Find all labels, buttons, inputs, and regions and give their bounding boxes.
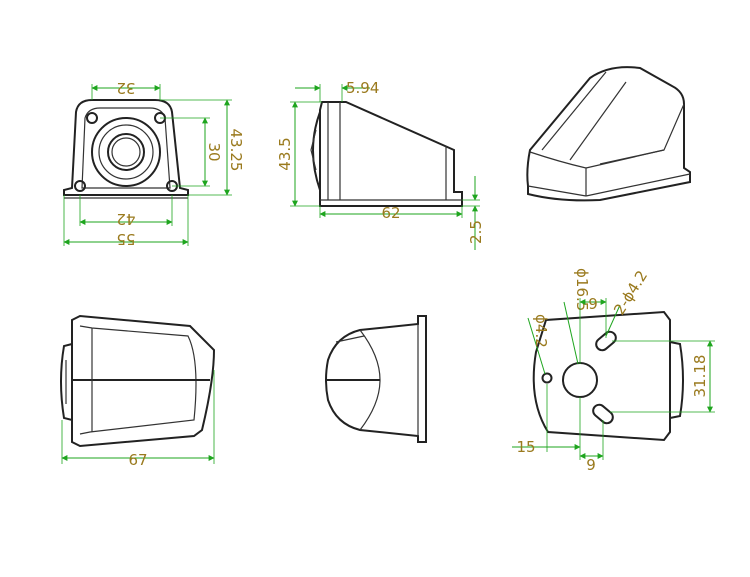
screw-icon: [74, 180, 86, 192]
dim-front-top-width: 32: [116, 79, 135, 97]
screw-icon: [86, 112, 98, 124]
bottom-housing: [71, 314, 216, 448]
dim-base-hole-offset: 15: [516, 438, 535, 456]
base-view: ϕ4.2 ϕ16.5 2-ϕ4.2 9 31.18 15 9: [512, 267, 715, 474]
dim-side-length: 62: [381, 204, 400, 222]
bottom-view: 67: [60, 314, 216, 469]
dim-side-offset: 5.94: [346, 79, 379, 97]
dim-base-hole-small: ϕ4.2: [532, 314, 550, 348]
side-housing: [319, 101, 463, 207]
dim-base-slot: 2-ϕ4.2: [610, 267, 651, 318]
mount-slot-bottom: [592, 403, 614, 425]
dim-side-height: 43.5: [276, 137, 294, 170]
back-view: [325, 315, 427, 443]
dim-base-slot-spacing: 31.18: [691, 355, 709, 398]
side-lens-bulge: [312, 111, 321, 191]
lens: [107, 133, 145, 171]
dim-front-base-width: 55: [116, 230, 135, 248]
dim-base-slot-offset-bottom: 9: [586, 456, 596, 474]
center-hole: [562, 362, 598, 398]
lens-outer-ring: [91, 117, 161, 187]
dim-front-total-height: 43.25: [227, 129, 245, 172]
dim-bottom-length: 67: [128, 451, 147, 469]
isometric-view: [526, 66, 691, 202]
base-lens-stub: [669, 341, 684, 419]
mount-slot-top: [595, 330, 617, 352]
dim-side-base-thickness: 2.5: [467, 220, 485, 244]
dim-base-slot-offset-top: 9: [588, 295, 598, 313]
back-housing: [325, 315, 427, 443]
base-plate: [532, 310, 671, 442]
side-view: 5.94 43.5 62 2.5: [276, 79, 485, 250]
iso-housing: [526, 66, 691, 202]
front-view: 32 42 55 30 43.25: [63, 79, 245, 248]
front-housing: [63, 99, 189, 196]
dim-front-inner-height: 30: [205, 142, 223, 161]
dim-front-bolt-spacing: 42: [116, 210, 135, 228]
bottom-lens: [60, 342, 73, 422]
small-hole: [541, 372, 553, 384]
